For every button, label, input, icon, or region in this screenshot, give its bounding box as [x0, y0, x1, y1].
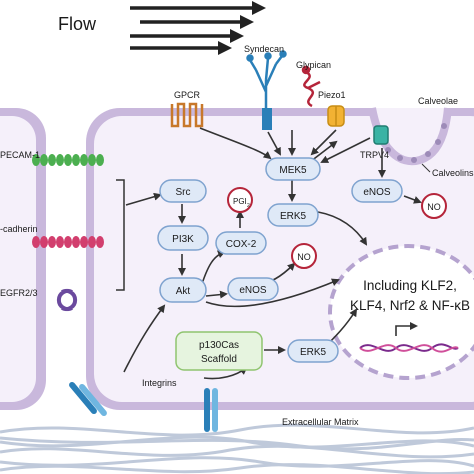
svg-text:COX-2: COX-2: [226, 239, 257, 250]
syndecan-label: Syndecan: [244, 44, 284, 54]
cadherin-label: -cadherin: [0, 224, 38, 234]
node-no-akt: NO: [291, 243, 317, 269]
svg-text:2: 2: [247, 203, 250, 209]
svg-text:NO: NO: [427, 202, 441, 212]
node-enos-cav: eNOS: [351, 179, 403, 203]
pecam1-label: PECAM-1: [0, 150, 40, 160]
syndecan-anchor: [262, 108, 272, 130]
svg-text:ERK5: ERK5: [300, 347, 327, 358]
node-pi3k: PI3K: [157, 225, 209, 251]
glypican-label: Glypican: [296, 60, 331, 70]
vegfr-receptor: [56, 289, 78, 311]
piezo1-label: Piezo1: [318, 90, 346, 100]
node-enos-akt: eNOS: [227, 277, 279, 301]
svg-text:NO: NO: [297, 252, 311, 262]
piezo1-channel: [327, 105, 345, 127]
svg-text:eNOS: eNOS: [239, 285, 267, 296]
flow-arrows: [130, 1, 266, 55]
matrix-label: Extracellular Matrix: [282, 417, 359, 427]
svg-text:Akt: Akt: [176, 286, 191, 297]
calveolae-label: Calveolae: [418, 96, 458, 106]
node-pgi2: PGI 2: [227, 187, 253, 213]
calveolins-pointer: [421, 163, 431, 173]
glypican-receptor: [301, 65, 321, 108]
trpv4-label: TRPV4: [360, 150, 389, 160]
node-no-cav: NO: [421, 193, 447, 219]
node-mek5: MEK5: [265, 157, 321, 181]
node-p130cas-scaffold: p130Cas Scaffold: [175, 331, 263, 371]
svg-text:Src: Src: [176, 187, 191, 198]
signal-arrows: [123, 127, 422, 380]
node-akt: Akt: [159, 277, 207, 303]
junction-bracket: [116, 179, 125, 291]
nucleus-text-line2: KLF4, Nrf2 & NF-κB: [350, 298, 470, 313]
left-cell: [0, 108, 46, 410]
pecam1-junction: [32, 154, 104, 166]
svg-text:eNOS: eNOS: [363, 187, 391, 198]
svg-text:PGI: PGI: [233, 197, 247, 206]
svg-text:Scaffold: Scaffold: [201, 354, 237, 365]
flow-label: Flow: [58, 14, 97, 34]
integrin-left: [69, 381, 107, 417]
transcription-arrow: [395, 322, 418, 336]
dna-helix: [359, 343, 459, 353]
gpcr-label: GPCR: [174, 90, 201, 100]
svg-text:MEK5: MEK5: [279, 165, 307, 176]
extracellular-matrix-fibers: [0, 423, 474, 474]
vegfr-label: EGFR2/3: [0, 288, 38, 298]
svg-text:ERK5: ERK5: [280, 211, 307, 222]
integrins-label: Integrins: [142, 378, 177, 388]
node-erk5-top: ERK5: [267, 203, 319, 227]
calveolins-label: Calveolins: [432, 168, 474, 178]
svg-text:p130Cas: p130Cas: [199, 340, 239, 351]
node-erk5-bottom: ERK5: [287, 339, 339, 363]
nucleus-text-line1: Including KLF2,: [363, 278, 457, 293]
cadherin-junction: [32, 236, 104, 248]
node-cox2: COX-2: [215, 231, 267, 255]
gpcr-receptor: [170, 102, 204, 128]
syndecan-receptor: [246, 50, 287, 122]
node-src: Src: [159, 179, 207, 203]
trpv4-channel: [373, 125, 389, 145]
svg-text:PI3K: PI3K: [172, 234, 194, 245]
integrin-bottom: [204, 388, 218, 432]
